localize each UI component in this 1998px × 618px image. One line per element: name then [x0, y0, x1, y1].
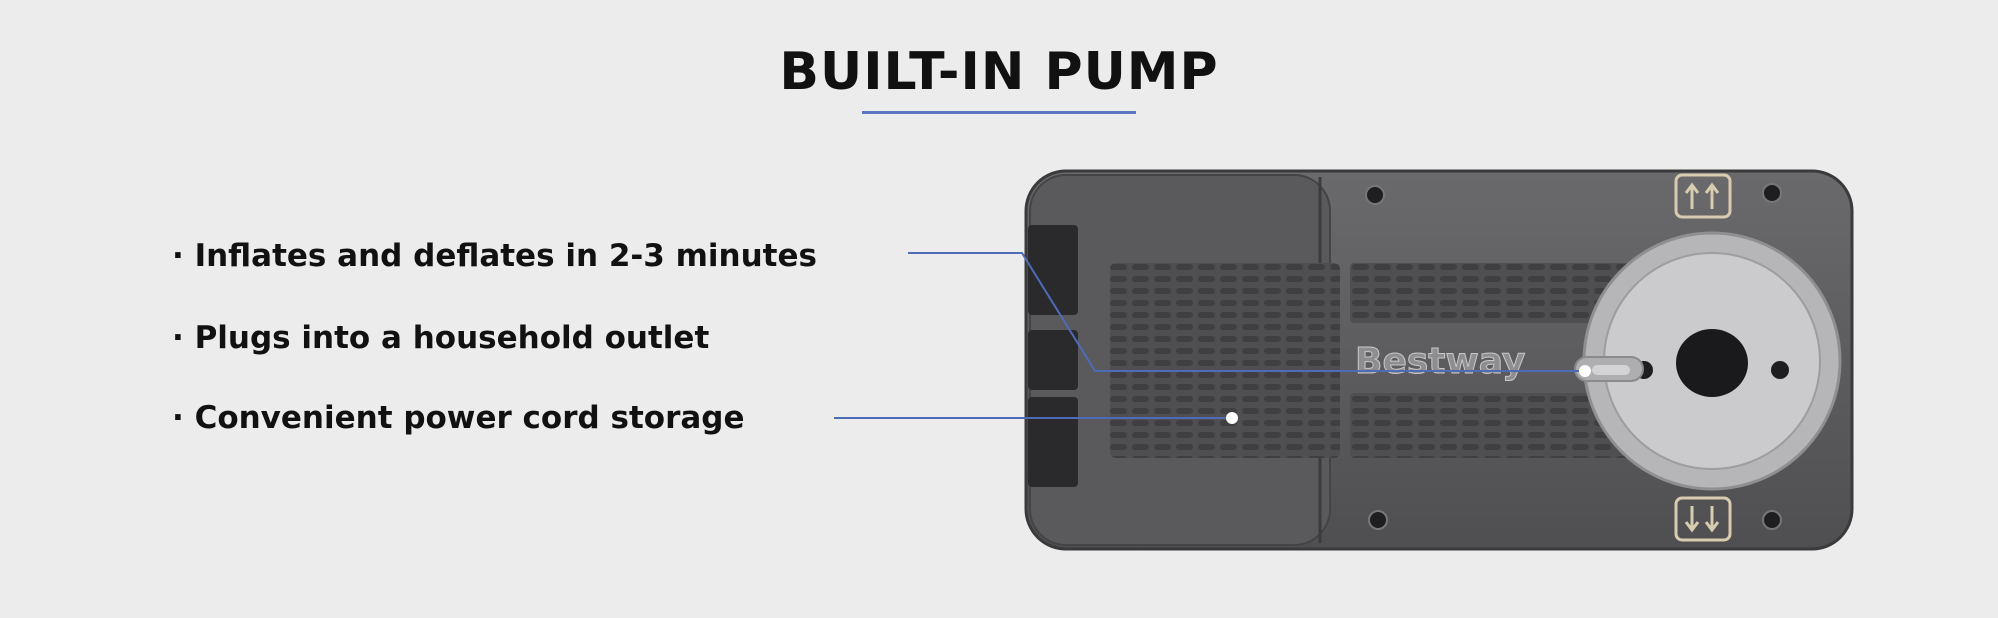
brand-logo: Bestway	[1355, 341, 1525, 382]
side-slot-top	[1028, 225, 1078, 315]
grille-left	[1110, 263, 1340, 458]
grille-bottom	[1350, 393, 1650, 458]
screw-icon	[1762, 183, 1782, 203]
feature-cord-storage: · Convenient power cord storage	[172, 400, 745, 436]
screw-icon	[1771, 361, 1789, 379]
title-underline	[862, 111, 1136, 114]
feature-inflate-deflate: · Inflates and deflates in 2-3 minutes	[172, 238, 817, 274]
side-slot-bottom	[1028, 397, 1078, 487]
valve-opening	[1676, 329, 1748, 397]
screw-icon	[1368, 510, 1388, 530]
feature-household-outlet: · Plugs into a household outlet	[172, 320, 710, 356]
pump-image: Bestway	[1024, 169, 1854, 551]
screw-icon	[1762, 510, 1782, 530]
screw-icon	[1365, 185, 1385, 205]
deflate-icon	[1674, 496, 1732, 542]
inflate-icon	[1674, 173, 1732, 219]
page-title: BUILT-IN PUMP	[779, 42, 1219, 102]
side-slot-middle	[1028, 330, 1078, 390]
